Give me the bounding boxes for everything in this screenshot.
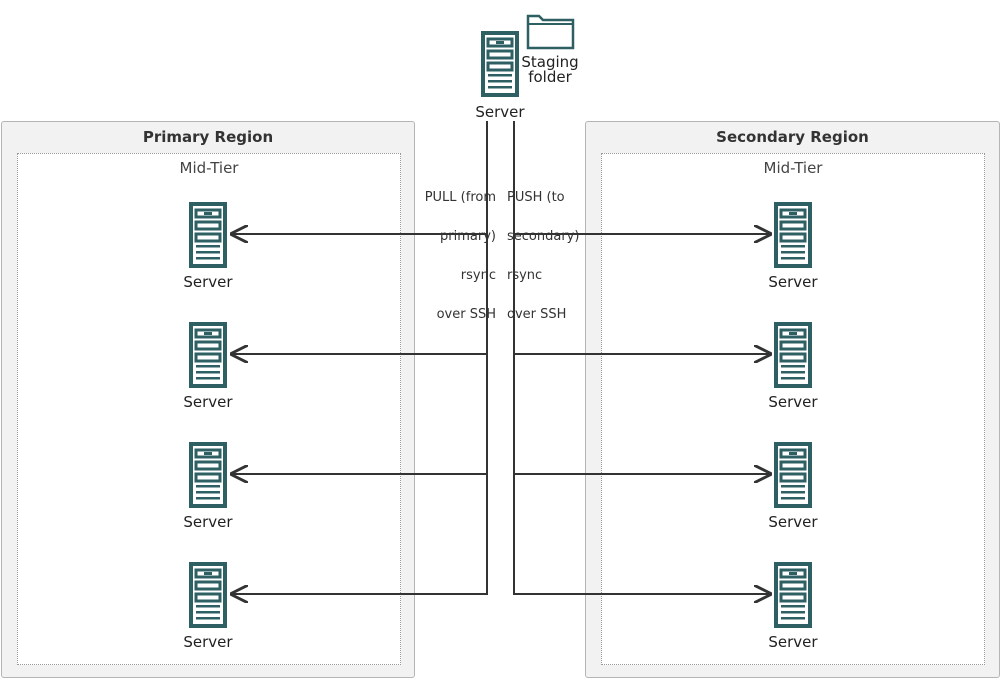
push-label: PUSH (to secondary) rsync over SSH — [507, 165, 595, 334]
staging-folder-label-line2: folder — [528, 68, 572, 86]
server-icon — [774, 442, 812, 508]
secondary-server-3: Server — [753, 442, 833, 530]
server-label: Server — [183, 273, 233, 291]
server-icon — [189, 322, 227, 388]
push-label-line2: secondary) — [507, 229, 580, 244]
push-label-line3: rsync — [507, 268, 543, 283]
server-icon — [774, 202, 812, 268]
primary-midtier-title: Mid-Tier — [179, 159, 239, 177]
folder-icon — [526, 14, 575, 50]
pull-label-line1: PULL (from — [424, 190, 496, 205]
secondary-region-title: Secondary Region — [716, 128, 869, 146]
secondary-server-2: Server — [753, 322, 833, 410]
server-label: Server — [768, 513, 818, 531]
server-icon — [774, 322, 812, 388]
primary-server-2: Server — [168, 322, 248, 410]
server-label: Server — [768, 393, 818, 411]
pull-label-line3: rsync — [460, 268, 496, 283]
server-label: Server — [183, 633, 233, 651]
secondary-midtier: Mid-Tier — [601, 153, 985, 665]
push-label-line1: PUSH (to — [507, 190, 565, 205]
pull-label-line2: primary) — [440, 229, 496, 244]
server-label: Server — [768, 273, 818, 291]
server-label: Server — [183, 393, 233, 411]
server-label: Server — [183, 513, 233, 531]
primary-server-3: Server — [168, 442, 248, 530]
staging-server-label: Server — [475, 103, 525, 121]
server-icon — [481, 31, 519, 97]
primary-region-title: Primary Region — [142, 128, 274, 146]
server-icon — [774, 562, 812, 628]
primary-midtier: Mid-Tier — [17, 153, 401, 665]
pull-label: PULL (from primary) rsync over SSH — [408, 165, 496, 334]
push-label-line4: over SSH — [507, 307, 567, 322]
primary-server-4: Server — [168, 562, 248, 650]
staging-server: Server — [460, 31, 540, 120]
secondary-server-1: Server — [753, 202, 833, 290]
staging-folder-label: Staging folder — [518, 55, 582, 85]
staging-folder-label-line1: Staging — [521, 53, 579, 71]
server-icon — [189, 562, 227, 628]
secondary-midtier-title: Mid-Tier — [763, 159, 823, 177]
pull-label-line4: over SSH — [436, 307, 496, 322]
primary-server-1: Server — [168, 202, 248, 290]
secondary-server-4: Server — [753, 562, 833, 650]
server-label: Server — [768, 633, 818, 651]
server-icon — [189, 442, 227, 508]
server-icon — [189, 202, 227, 268]
